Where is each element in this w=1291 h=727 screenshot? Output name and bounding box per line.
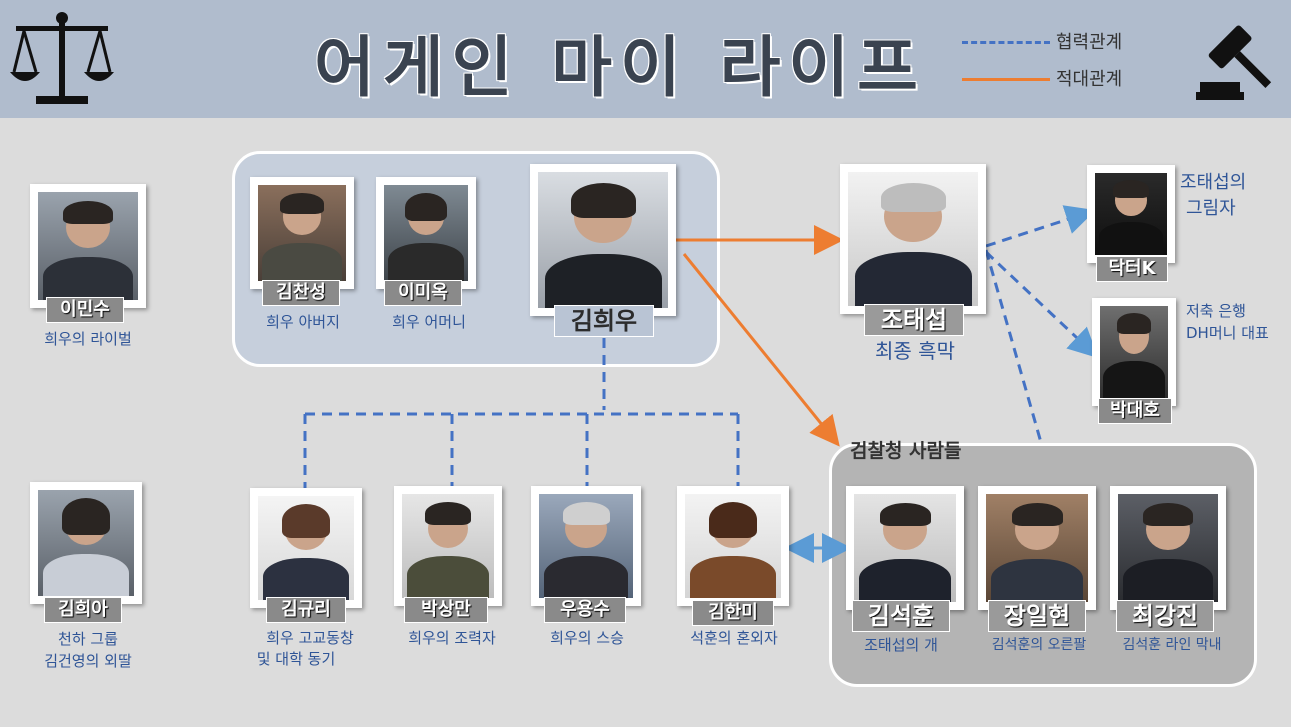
photo-park-daeho xyxy=(1092,298,1176,406)
photo-kim-chanseong xyxy=(250,177,354,289)
caption-park-sangman: 희우의 조력자 xyxy=(408,629,496,647)
photo-kim-gyuri xyxy=(250,488,362,608)
name-kim-seokhoon: 김석훈 xyxy=(852,600,950,632)
name-woo-yongsu: 우용수 xyxy=(544,597,626,623)
caption-doctor-k-1: 조태섭의 xyxy=(1180,172,1247,193)
name-lee-minsu: 이민수 xyxy=(46,297,124,323)
photo-lee-miok xyxy=(376,177,476,289)
photo-lee-minsu xyxy=(30,184,146,308)
photo-kim-heewoo xyxy=(530,164,676,316)
legend-cooperation-line xyxy=(962,41,1050,44)
gavel-icon xyxy=(1196,25,1272,100)
hostile-line-heewoo-prosecutors xyxy=(682,253,840,447)
name-lee-miok: 이미옥 xyxy=(384,280,462,306)
caption-lee-miok: 희우 어머니 xyxy=(392,313,466,331)
name-choi-kangjin: 최강진 xyxy=(1116,600,1214,632)
header-banner xyxy=(0,0,1291,118)
photo-doctor-k xyxy=(1087,165,1175,263)
caption-kim-seokhoon: 조태섭의 개 xyxy=(864,636,938,654)
name-jang-ilhyeon: 장일현 xyxy=(988,600,1086,632)
name-doctor-k: 닥터K xyxy=(1096,256,1168,282)
photo-jo-taeseop xyxy=(840,164,986,314)
caption-kim-hanmi: 석훈의 혼외자 xyxy=(690,629,778,647)
legend-cooperation-label: 협력관계 xyxy=(1056,32,1123,53)
coop-line-taeseop-daeho xyxy=(984,250,1099,359)
photo-park-sangman xyxy=(394,486,502,606)
name-kim-hee: 김희아 xyxy=(44,597,122,623)
photo-woo-yongsu xyxy=(531,486,641,606)
photo-kim-hee xyxy=(30,482,142,604)
caption-doctor-k-2: 그림자 xyxy=(1186,198,1236,219)
legend-hostile-line xyxy=(962,78,1050,81)
name-kim-chanseong: 김찬성 xyxy=(262,280,340,306)
name-park-daeho: 박대호 xyxy=(1098,398,1172,424)
caption-park-daeho-2: DH머니 대표 xyxy=(1186,324,1269,342)
photo-jang-ilhyeon xyxy=(978,486,1096,610)
photo-choi-kangjin xyxy=(1110,486,1226,610)
name-kim-hanmi: 김한미 xyxy=(692,600,774,626)
prosecutors-group-label: 검찰청 사람들 xyxy=(850,440,962,462)
caption-choi-kangjin: 김석훈 라인 막내 xyxy=(1122,637,1222,653)
name-kim-gyuri: 김규리 xyxy=(266,597,346,623)
caption-kim-chanseong: 희우 아버지 xyxy=(266,313,340,331)
photo-kim-hanmi xyxy=(677,486,789,606)
name-kim-heewoo: 김희우 xyxy=(554,305,654,337)
caption-jo-taeseop: 최종 흑막 xyxy=(875,339,955,363)
caption-kim-gyuri-1: 희우 고교동창 xyxy=(266,629,354,647)
caption-kim-hee-1: 천하 그룹 xyxy=(58,630,118,648)
legend-hostile-label: 적대관계 xyxy=(1056,69,1123,90)
scales-icon xyxy=(10,12,114,104)
caption-kim-hee-2: 김건영의 외딸 xyxy=(44,652,132,670)
page-title: 어게인 마이 라이프 xyxy=(314,29,926,106)
name-park-sangman: 박상만 xyxy=(404,597,488,623)
caption-kim-gyuri-2: 및 대학 동기 xyxy=(256,650,336,668)
photo-kim-seokhoon xyxy=(846,486,964,610)
caption-lee-minsu: 희우의 라이벌 xyxy=(44,330,132,348)
coop-line-taeseop-doctork xyxy=(985,205,1096,248)
caption-woo-yongsu: 희우의 스승 xyxy=(550,629,624,647)
name-jo-taeseop: 조태섭 xyxy=(864,304,964,336)
caption-jang-ilhyeon: 김석훈의 오른팔 xyxy=(991,637,1087,653)
caption-park-daeho-1: 저축 은행 xyxy=(1186,302,1246,320)
